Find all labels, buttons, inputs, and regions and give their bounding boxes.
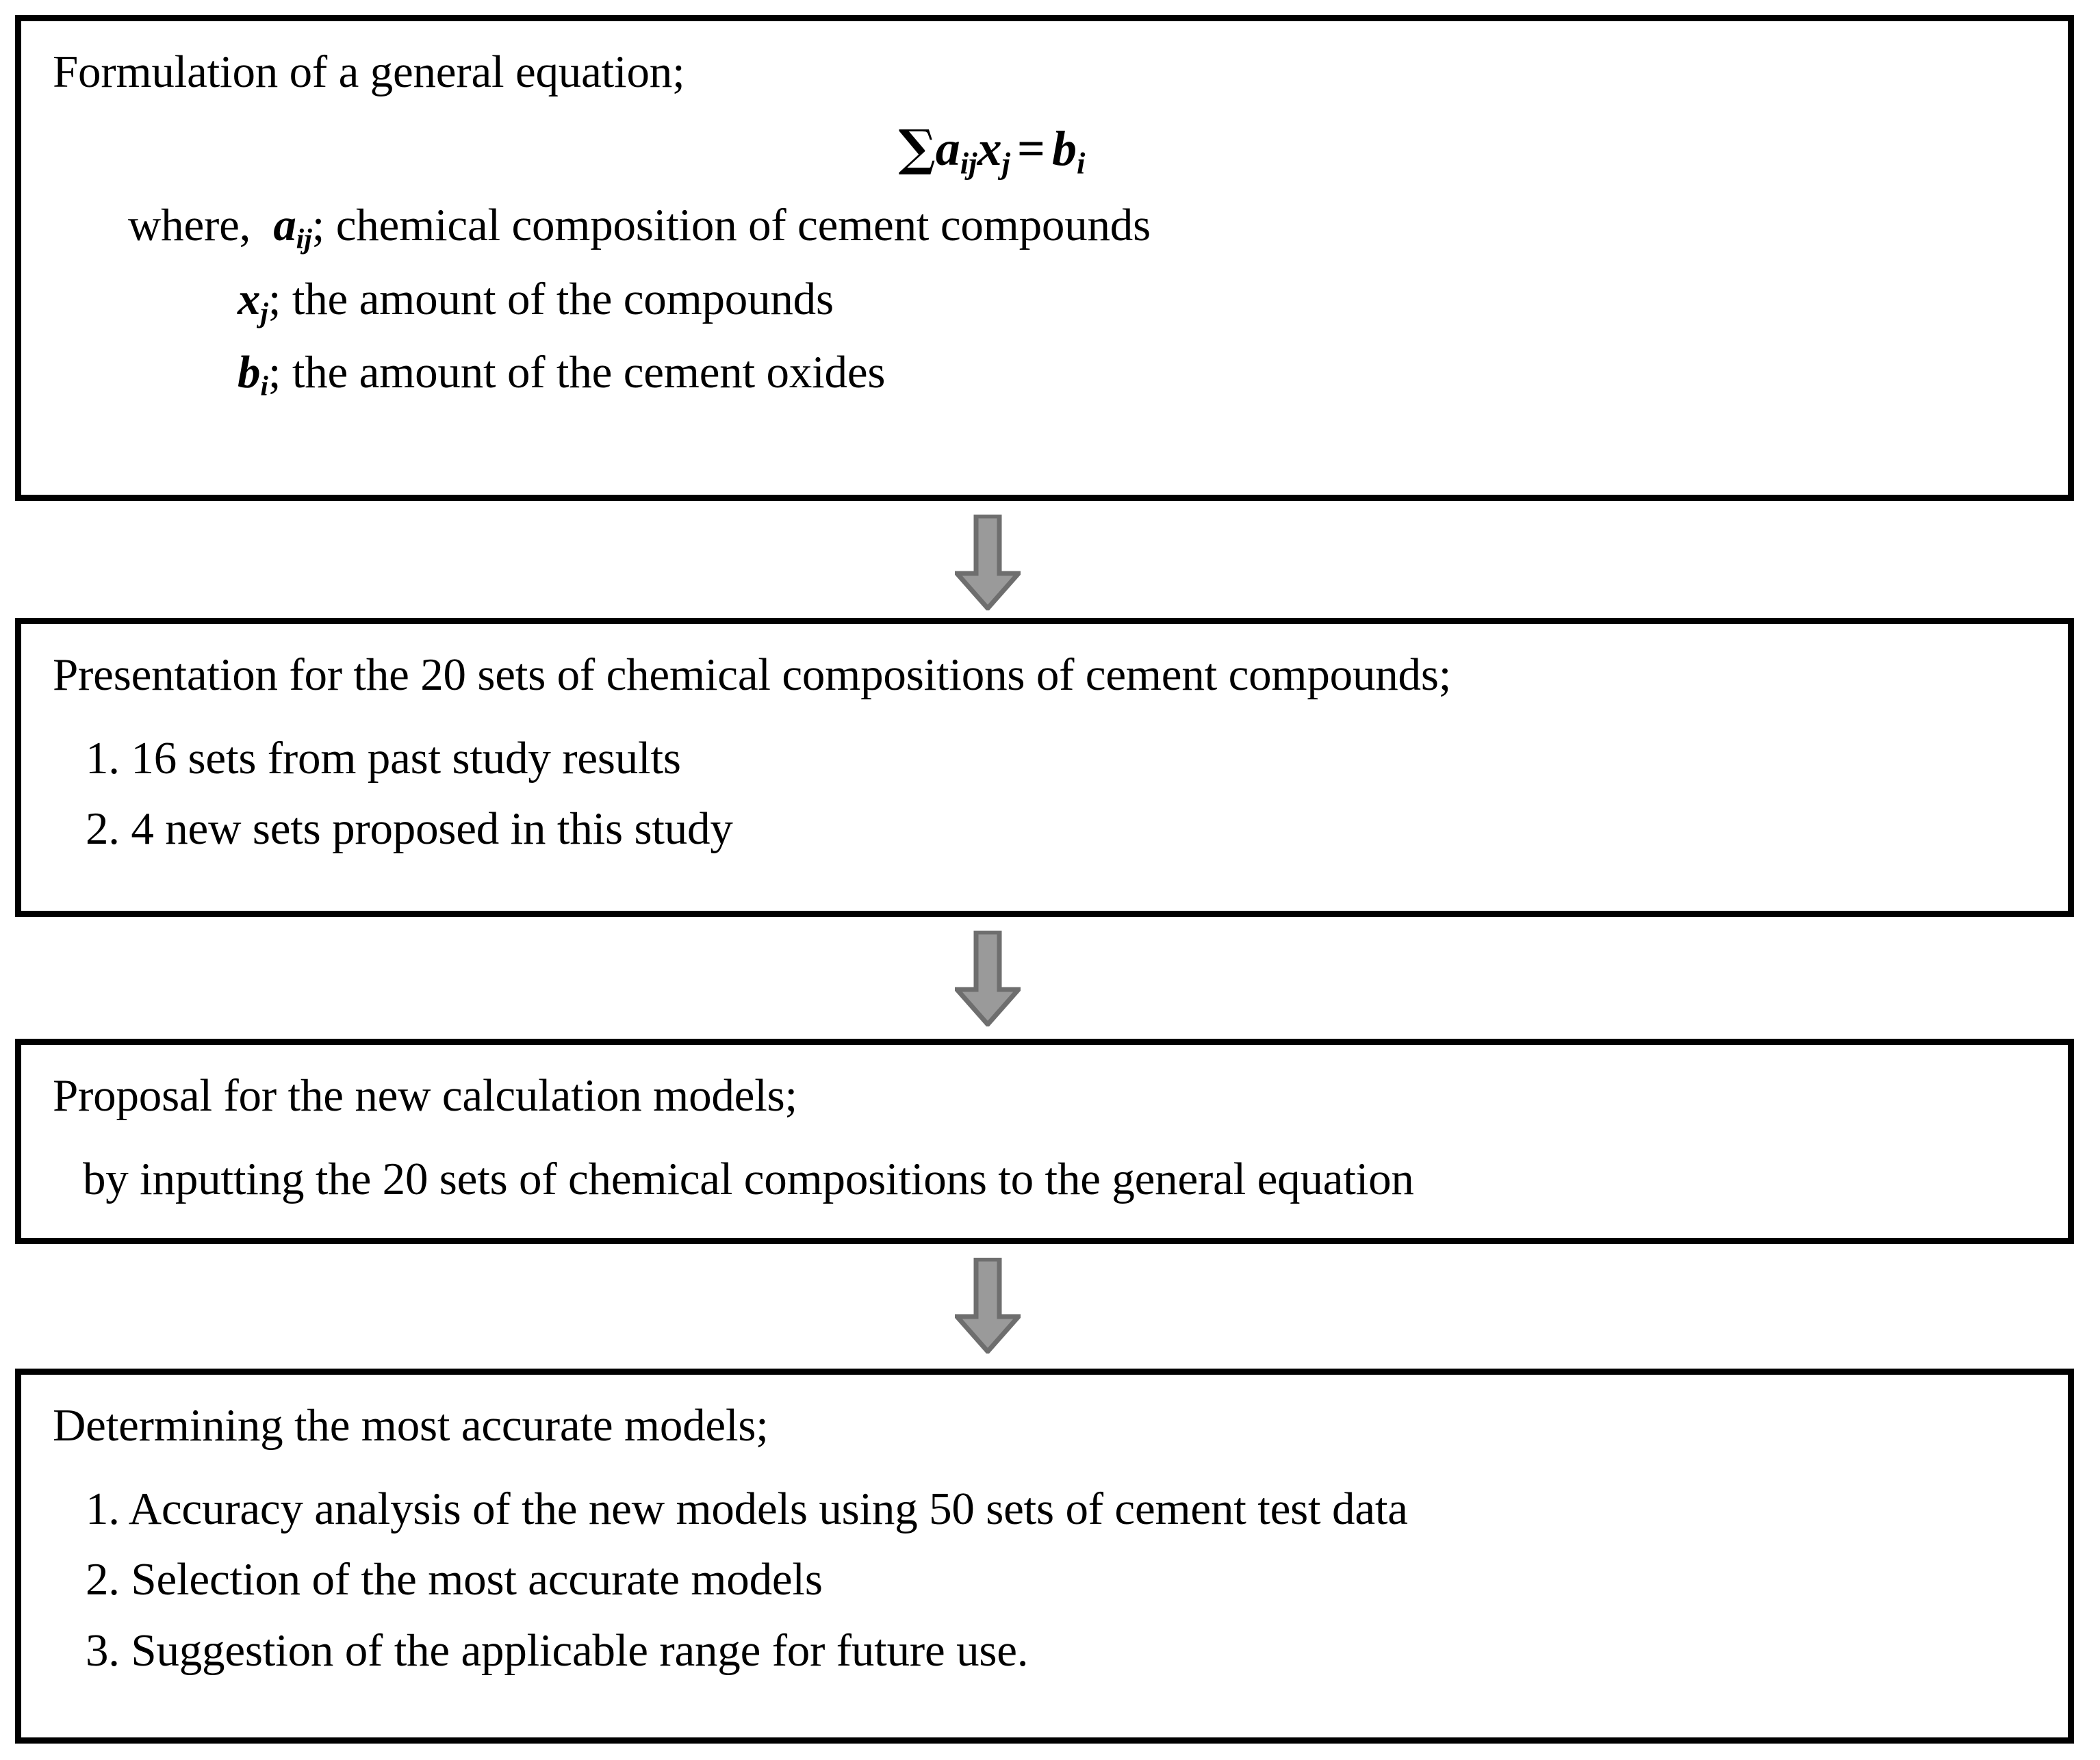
box2-item-2: 2. 4 new sets proposed in this study bbox=[86, 803, 733, 855]
def-x-symbol: x bbox=[238, 273, 261, 324]
def-b-separator: ; bbox=[268, 346, 281, 398]
def-b-symbol: b bbox=[238, 346, 261, 398]
eq-a: a bbox=[935, 120, 960, 176]
def-a-separator: ; bbox=[311, 200, 325, 251]
box1-title: Formulation of a general equation; bbox=[53, 47, 685, 97]
eq-equals: = bbox=[1016, 120, 1046, 176]
box4-item-2: 2. Selection of the most accurate models bbox=[86, 1554, 823, 1605]
summation-symbol: ∑ bbox=[898, 118, 936, 177]
def-a-subscript: ij bbox=[296, 222, 312, 255]
general-equation: ∑aijxj=bi bbox=[53, 116, 2040, 183]
flow-box-formulation: Formulation of a general equation; ∑aijx… bbox=[15, 15, 2074, 501]
flow-box-proposal: Proposal for the new calculation models;… bbox=[15, 1039, 2074, 1244]
where-label: where, bbox=[128, 200, 251, 251]
where-definition-b: bi; the amount of the cement oxides bbox=[53, 345, 2040, 403]
arrow-proposal-to-determining bbox=[955, 1258, 1021, 1354]
eq-a-sub: ij bbox=[960, 146, 977, 181]
arrow-formulation-to-presentation bbox=[955, 515, 1021, 610]
box3-item-1: by inputting the 20 sets of chemical com… bbox=[83, 1153, 1414, 1204]
down-arrow-icon bbox=[955, 1258, 1021, 1354]
where-definition-x: xj; the amount of the compounds bbox=[53, 272, 2040, 330]
eq-b: b bbox=[1052, 120, 1077, 176]
down-arrow-icon bbox=[955, 515, 1021, 610]
down-arrow-icon bbox=[955, 931, 1021, 1026]
def-x-subscript: j bbox=[260, 296, 268, 328]
def-a-text: chemical composition of cement compounds bbox=[335, 200, 1151, 251]
box4-item-1: 1. Accuracy analysis of the new models u… bbox=[86, 1483, 1408, 1534]
where-definition-a: where, aij; chemical composition of ceme… bbox=[53, 198, 2040, 256]
box3-title: Proposal for the new calculation models; bbox=[53, 1070, 797, 1121]
def-a-symbol: a bbox=[273, 200, 296, 251]
def-x-text: the amount of the compounds bbox=[292, 273, 834, 324]
eq-x: x bbox=[977, 120, 1002, 176]
def-b-text: the amount of the cement oxides bbox=[292, 346, 886, 398]
eq-x-sub: j bbox=[1001, 146, 1010, 181]
arrow-presentation-to-proposal bbox=[955, 931, 1021, 1026]
box2-item-1: 1. 16 sets from past study results bbox=[86, 732, 681, 784]
box2-title: Presentation for the 20 sets of chemical… bbox=[53, 649, 1452, 700]
flow-box-determining: Determining the most accurate models; 1.… bbox=[15, 1369, 2074, 1744]
box4-title: Determining the most accurate models; bbox=[53, 1400, 769, 1451]
def-b-subscript: i bbox=[260, 370, 268, 402]
eq-b-sub: i bbox=[1077, 146, 1086, 181]
box4-item-3: 3. Suggestion of the applicable range fo… bbox=[86, 1625, 1029, 1677]
flow-box-presentation: Presentation for the 20 sets of chemical… bbox=[15, 618, 2074, 917]
def-x-separator: ; bbox=[268, 273, 281, 324]
